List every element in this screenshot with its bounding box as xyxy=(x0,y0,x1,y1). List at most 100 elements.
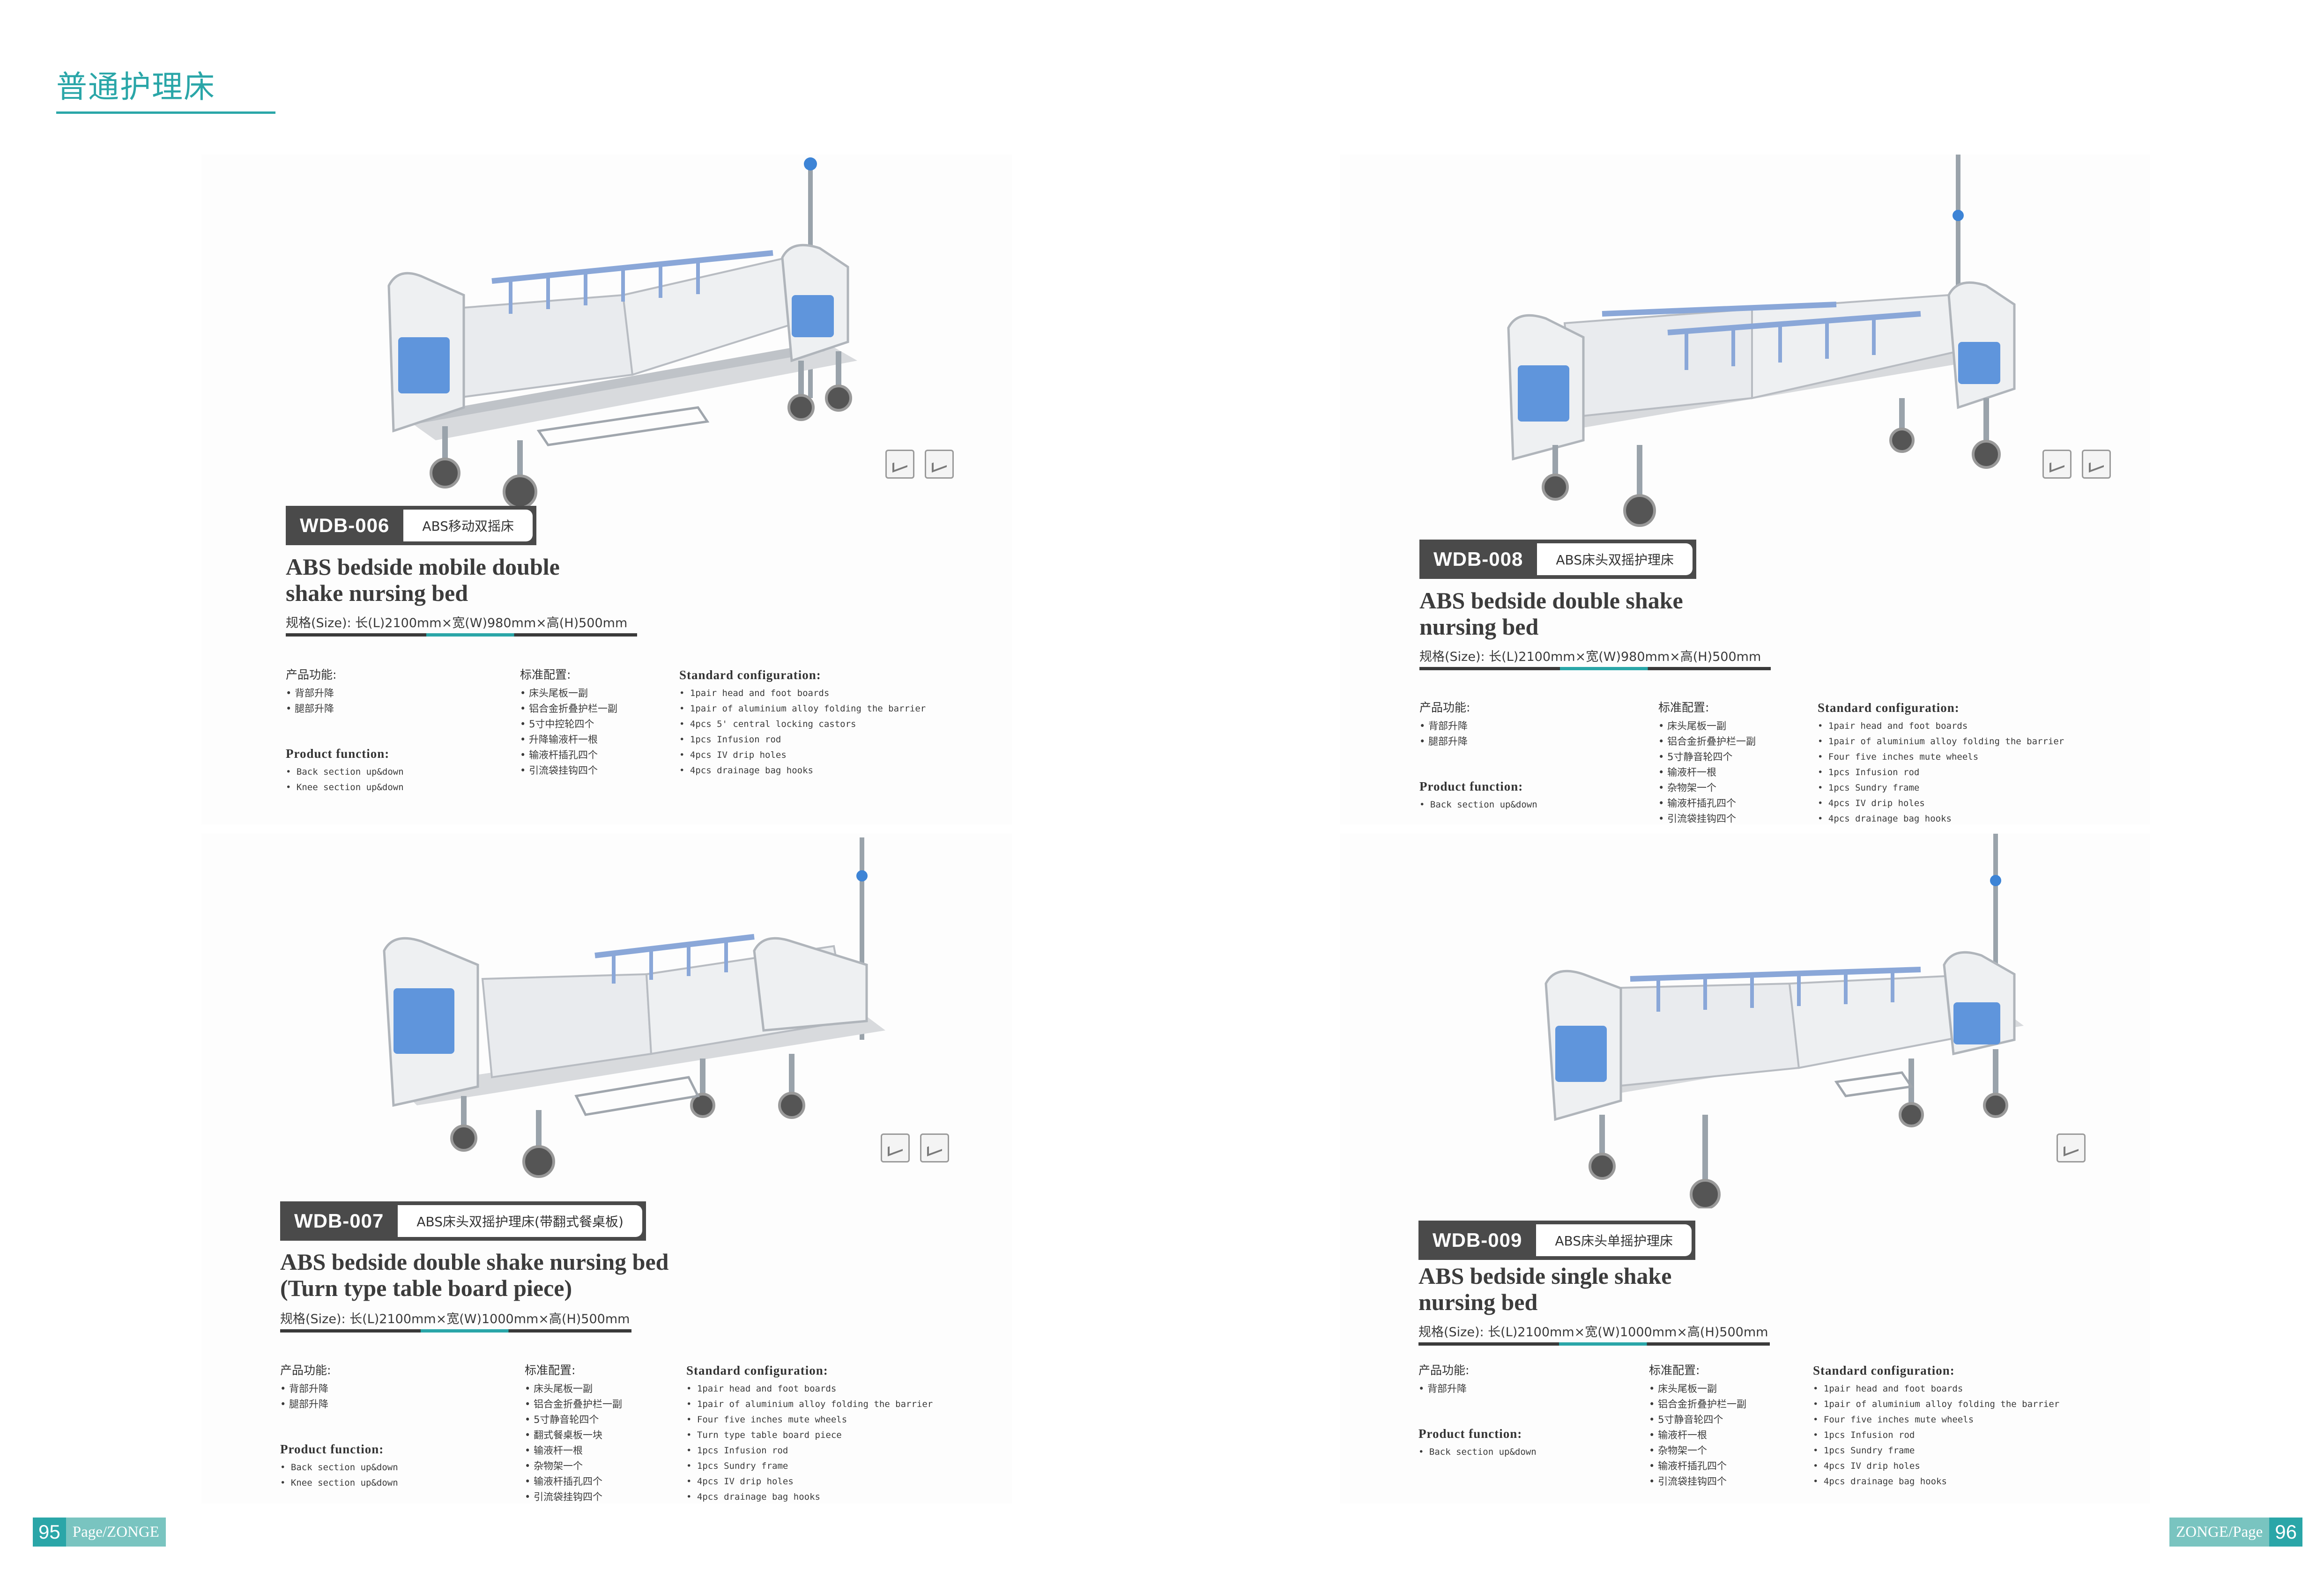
list-item: 1pair of aluminium alloy folding the bar… xyxy=(1813,1397,2059,1412)
list-item: Back section up&down xyxy=(1419,797,1537,813)
list-item: 床头尾板一副 xyxy=(525,1381,622,1397)
list-item: 背部升降 xyxy=(1418,1381,1537,1397)
function-list-en: Back section up&down Knee section up&dow… xyxy=(280,1460,398,1491)
list-item: 输液杆一根 xyxy=(525,1443,622,1459)
config-list-en: 1pair head and foot boards 1pair of alum… xyxy=(679,686,926,778)
function-list-en: Back section up&down Knee section up&dow… xyxy=(286,764,404,795)
list-item: 1pair head and foot boards xyxy=(1813,1381,2059,1397)
spec-rule xyxy=(286,633,637,637)
list-item: 4pcs IV drip holes xyxy=(1813,1459,2059,1474)
config-heading-cn: 标准配置: xyxy=(1658,701,1709,714)
page-marker-right: ZONGE/Page 96 xyxy=(2169,1518,2302,1547)
spec-size: 规格(Size): 长(L)2100mm×宽(W)980mm×高(H)500mm xyxy=(286,616,628,630)
function-heading-en: Product function: xyxy=(1419,779,1523,793)
function-heading-cn: 产品功能: xyxy=(1419,701,1470,714)
list-item: 5寸静音轮四个 xyxy=(1649,1412,1746,1428)
config-column-en: Standard configuration: 1pair head and f… xyxy=(1818,698,2064,827)
list-item: Back section up&down xyxy=(280,1460,398,1475)
config-heading-cn: 标准配置: xyxy=(520,668,571,681)
list-item: 铝合金折叠护栏一副 xyxy=(520,701,617,717)
model-code: WDB-008 xyxy=(1433,548,1523,570)
config-heading-cn: 标准配置: xyxy=(525,1363,576,1377)
config-heading-en: Standard configuration: xyxy=(679,668,821,682)
product-panel-wdb-008: WDB-008 ABS床头双摇护理床 ABS bedside double sh… xyxy=(1340,155,2150,824)
list-item: 输液杆插孔四个 xyxy=(1658,796,1756,811)
list-item: 4pcs drainage bag hooks xyxy=(686,1489,933,1505)
spec-rule xyxy=(1418,1342,1770,1346)
page-number-right: 96 xyxy=(2269,1518,2302,1547)
back-raise-icon xyxy=(885,450,914,479)
list-item: 杂物架一个 xyxy=(525,1459,622,1474)
list-item: 1pcs Infusion rod xyxy=(1813,1428,2059,1443)
back-raise-icon xyxy=(2042,450,2072,479)
page-label-left: Page/ZONGE xyxy=(66,1518,166,1547)
list-item: 4pcs IV drip holes xyxy=(679,748,926,763)
knee-raise-icon xyxy=(925,450,954,479)
section-title: 普通护理床 xyxy=(56,69,215,105)
product-panel-wdb-006: WDB-006 ABS移动双摇床 ABS bedside mobile doub… xyxy=(201,155,1012,824)
config-list-en: 1pair head and foot boards 1pair of alum… xyxy=(1818,718,2064,827)
config-heading-en: Standard configuration: xyxy=(1818,701,1960,715)
section-rule xyxy=(56,111,275,114)
list-item: 翻式餐桌板一块 xyxy=(525,1428,622,1443)
list-item: Four five inches mute wheels xyxy=(1813,1412,2059,1428)
config-heading-en: Standard configuration: xyxy=(686,1363,828,1377)
list-item: Turn type table board piece xyxy=(686,1428,933,1443)
page-label-right: ZONGE/Page xyxy=(2169,1518,2270,1547)
feature-icons xyxy=(885,450,954,479)
list-item: Knee section up&down xyxy=(280,1475,398,1491)
list-item: 输液杆插孔四个 xyxy=(520,748,617,763)
list-item: 1pcs Sundry frame xyxy=(686,1459,933,1474)
function-list-en: Back section up&down xyxy=(1418,1444,1537,1460)
function-column: 产品功能: 背部升降 腿部升降 Product function: Back s… xyxy=(1419,698,1537,813)
knee-raise-icon xyxy=(2082,450,2111,479)
list-item: 杂物架一个 xyxy=(1658,780,1756,796)
list-item: 引流袋挂钩四个 xyxy=(525,1489,622,1505)
list-item: Four five inches mute wheels xyxy=(686,1412,933,1428)
config-column-cn: 标准配置: 床头尾板一副 铝合金折叠护栏一副 5寸静音轮四个 输液杆一根 杂物架… xyxy=(1649,1361,1746,1489)
function-list-cn: 背部升降 腿部升降 xyxy=(280,1381,398,1412)
config-column-cn: 标准配置: 床头尾板一副 铝合金折叠护栏一副 5寸静音轮四个 输液杆一根 杂物架… xyxy=(1658,698,1756,827)
config-column-en: Standard configuration: 1pair head and f… xyxy=(686,1361,933,1505)
list-item: 腿部升降 xyxy=(1419,734,1537,749)
list-item: 1pcs Sundry frame xyxy=(1818,780,2064,796)
list-item: 5寸中控轮四个 xyxy=(520,717,617,732)
config-list-en: 1pair head and foot boards 1pair of alum… xyxy=(686,1381,933,1505)
function-heading-cn: 产品功能: xyxy=(1418,1363,1470,1377)
feature-icons xyxy=(881,1133,949,1162)
function-column: 产品功能: 背部升降 腿部升降 Product function: Back s… xyxy=(280,1361,398,1491)
list-item: 铝合金折叠护栏一副 xyxy=(525,1397,622,1412)
list-item: 引流袋挂钩四个 xyxy=(1649,1474,1746,1489)
back-raise-icon xyxy=(2057,1133,2086,1162)
model-code: WDB-007 xyxy=(294,1210,384,1232)
list-item: Back section up&down xyxy=(1418,1444,1537,1460)
list-item: 腿部升降 xyxy=(280,1397,398,1412)
product-name-en: ABS bedside mobile double shake nursing … xyxy=(286,554,560,606)
list-item: 4pcs drainage bag hooks xyxy=(1818,811,2064,827)
list-item: 输液杆插孔四个 xyxy=(1649,1459,1746,1474)
list-item: 背部升降 xyxy=(1419,718,1537,734)
list-item: Knee section up&down xyxy=(286,780,404,795)
list-item: 腿部升降 xyxy=(286,701,404,717)
model-tag: WDB-009 ABS床头单摇护理床 xyxy=(1418,1221,1696,1260)
bed-photo xyxy=(201,834,1012,1194)
bed-photo xyxy=(1340,155,2150,529)
model-tag: WDB-008 ABS床头双摇护理床 xyxy=(1419,540,1697,579)
list-item: 床头尾板一副 xyxy=(1649,1381,1746,1397)
model-name-cn: ABS移动双摇床 xyxy=(403,510,533,541)
function-heading-en: Product function: xyxy=(286,747,390,761)
feature-icons xyxy=(2057,1133,2086,1162)
config-column-en: Standard configuration: 1pair head and f… xyxy=(1813,1361,2059,1489)
list-item: 5寸静音轮四个 xyxy=(525,1412,622,1428)
spec-size: 规格(Size): 长(L)2100mm×宽(W)1000mm×高(H)500m… xyxy=(280,1312,630,1326)
list-item: 引流袋挂钩四个 xyxy=(520,763,617,778)
list-item: 4pcs IV drip holes xyxy=(686,1474,933,1489)
config-column-cn: 标准配置: 床头尾板一副 铝合金折叠护栏一副 5寸中控轮四个 升降输液杆一根 输… xyxy=(520,665,617,778)
list-item: Four five inches mute wheels xyxy=(1818,749,2064,765)
function-list-cn: 背部升降 xyxy=(1418,1381,1537,1397)
spec-rule xyxy=(280,1329,631,1333)
bed-photo xyxy=(1340,834,2150,1208)
function-heading-en: Product function: xyxy=(280,1442,384,1456)
list-item: 1pair head and foot boards xyxy=(1818,718,2064,734)
function-heading-cn: 产品功能: xyxy=(286,668,337,681)
